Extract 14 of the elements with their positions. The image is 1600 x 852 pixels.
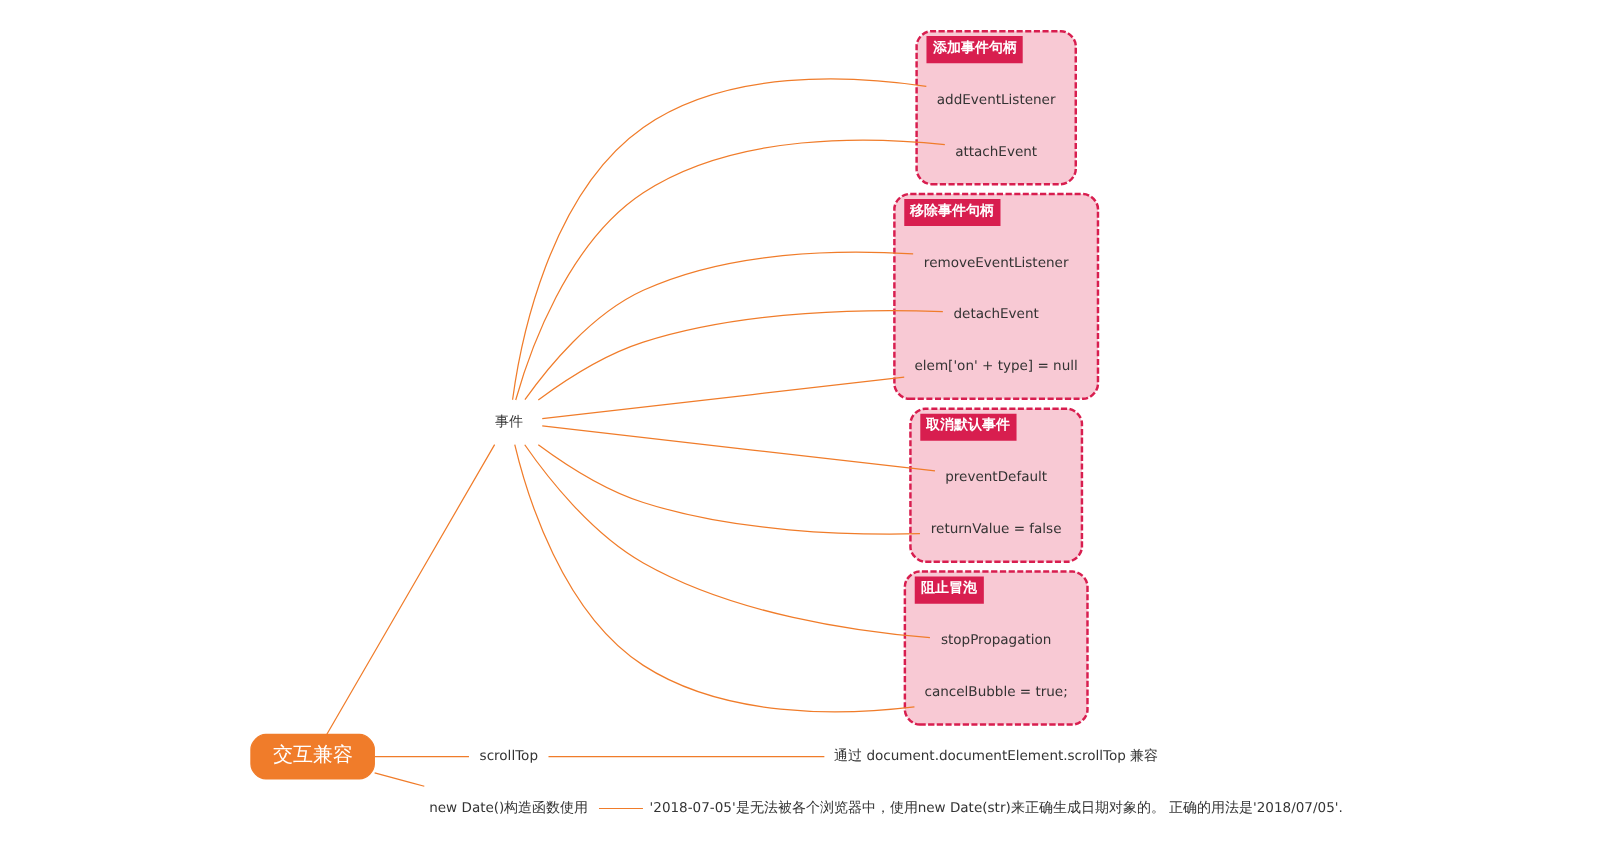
connector (524, 444, 931, 639)
connector (524, 251, 914, 401)
connector (515, 139, 946, 401)
node-box: 交互兼容 (250, 733, 375, 780)
connector (541, 425, 936, 472)
connector (537, 309, 944, 401)
connector (326, 444, 496, 735)
connector (374, 756, 470, 758)
connector (374, 772, 425, 787)
connector (537, 444, 921, 535)
connector (547, 756, 825, 758)
connector (541, 376, 905, 420)
connector (598, 807, 644, 810)
connector (514, 444, 916, 713)
